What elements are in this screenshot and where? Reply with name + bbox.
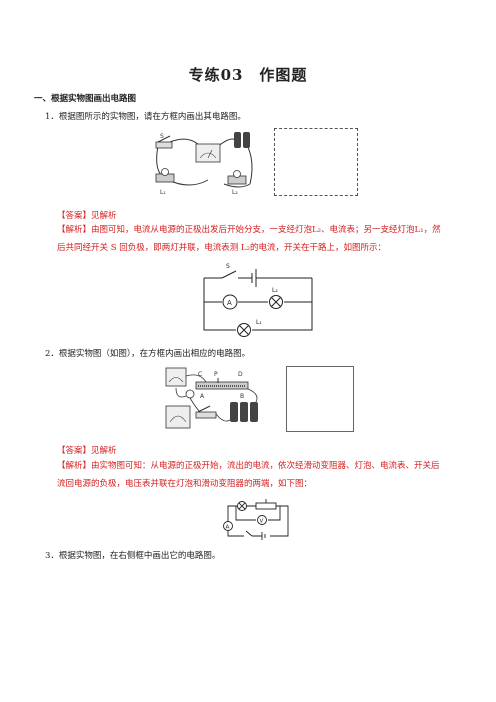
- question-2-text: 2．根据实物图（如图），在方框内画出相应的电路图。: [45, 349, 251, 359]
- question-2-physical-diagram: C P D A B: [165, 367, 258, 429]
- label-a: A: [200, 393, 205, 400]
- answer-2: 【答案】见解析: [57, 446, 117, 456]
- circuit-label-v: V: [260, 519, 264, 525]
- label-s: S: [160, 133, 164, 140]
- question-2-circuit-diagram: V A: [223, 499, 289, 540]
- analysis-1-line-1: 【解析】由图可知，电流从电源的正极出发后开始分支，一支经灯泡L₂、电流表；另一支…: [57, 225, 441, 235]
- answer-1: 【答案】见解析: [57, 211, 117, 221]
- analysis-2-line-1: 【解析】由实物图可知：从电源的正极开始，流出的电流，依次经滑动变阻器、灯泡、电流…: [57, 461, 440, 471]
- label-l2: L₂: [232, 189, 238, 196]
- answer-box-2: [286, 366, 354, 432]
- analysis-1-line-2: 后共同经开关 S 回负极，即两灯并联，电流表测 L₂的电流，开关在干路上，如图所…: [57, 243, 386, 253]
- label-l1: L₁: [160, 189, 166, 196]
- circuit-label-s: S: [226, 263, 230, 270]
- question-3-text: 3．根据实物图，在右侧框中画出它的电路图。: [45, 551, 221, 561]
- page-title: 专练03 作图题: [188, 66, 308, 84]
- circuit-label-l2: L₂: [272, 287, 278, 294]
- question-1-physical-diagram: S L₁ L₂: [155, 132, 253, 196]
- answer-box-1: [274, 128, 358, 196]
- question-1-text: 1．根据图所示的实物图，请在方框内画出其电路图。: [45, 112, 246, 122]
- circuit-label-l1: L₁: [256, 319, 262, 326]
- label-p: P: [214, 371, 218, 378]
- circuit-label-a2: A: [226, 525, 230, 531]
- analysis-2-line-2: 流回电源的负极，电压表并联在灯泡和滑动变阻器的两端，如下图：: [57, 479, 313, 489]
- circuit-label-a: A: [227, 299, 232, 307]
- section-heading: 一、根据实物图画出电路图: [34, 94, 137, 104]
- label-c: C: [198, 371, 202, 378]
- label-d: D: [238, 371, 243, 378]
- question-1-circuit-diagram: S A L₂ L₁: [203, 263, 313, 337]
- label-b: B: [240, 393, 244, 400]
